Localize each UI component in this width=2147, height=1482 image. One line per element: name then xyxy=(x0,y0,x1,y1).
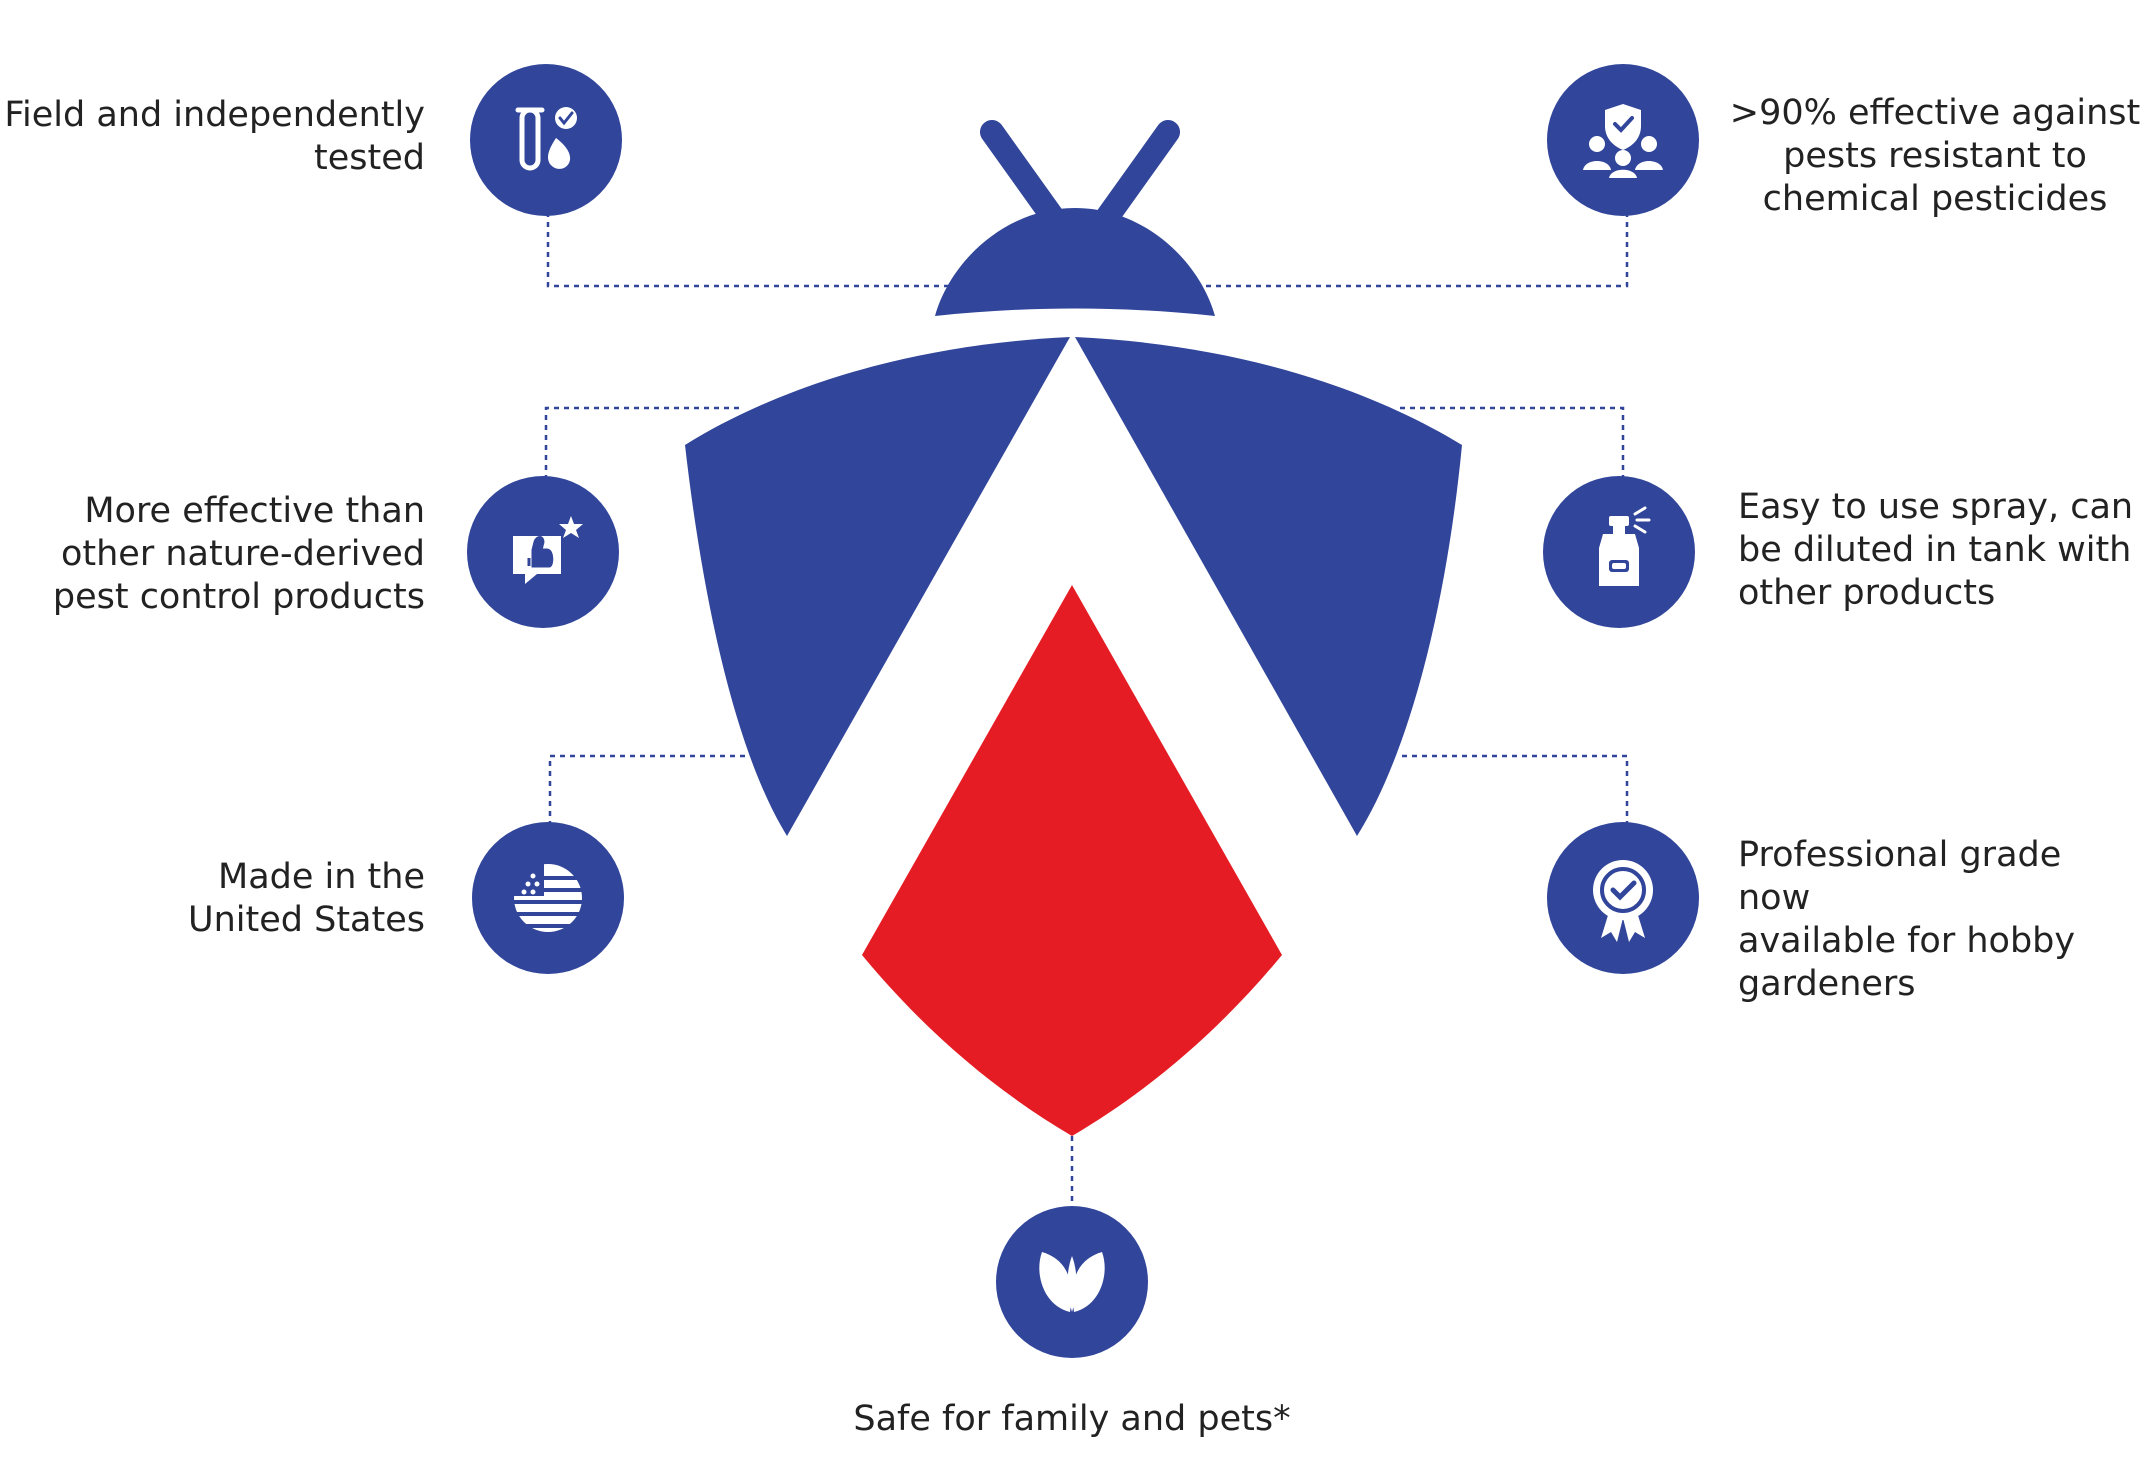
tested-icon-circle xyxy=(470,64,622,216)
antenna-left xyxy=(980,120,1064,228)
feature-label-usa: Made in the United States xyxy=(187,857,425,940)
connector-tested xyxy=(546,212,960,288)
bug-tail xyxy=(862,585,1282,1136)
connector-spray xyxy=(1400,406,1625,480)
left-wing xyxy=(685,337,1070,836)
feature-label-nature: More effective than other nature-derived… xyxy=(52,491,425,617)
us-flag-icon xyxy=(514,864,582,932)
connector-grade xyxy=(1400,754,1629,826)
safe-icon-circle xyxy=(996,1206,1148,1358)
thumbs-up-star-icon xyxy=(513,516,583,584)
feature-label-spray: Easy to use spray, can be diluted in tan… xyxy=(1738,487,2134,613)
grade-icon-circle xyxy=(1547,822,1699,974)
connector-lines xyxy=(544,212,1629,1210)
feature-label-tested: Field and independently tested xyxy=(4,95,425,178)
ladybug-logo xyxy=(685,120,1462,1136)
effective-icon-circle xyxy=(1547,64,1699,216)
test-tube-icon xyxy=(515,107,577,171)
bug-head xyxy=(935,208,1215,316)
feature-label-safe: Safe for family and pets* xyxy=(853,1399,1291,1439)
feature-label-effective: >90% effective against pests resistant t… xyxy=(1729,93,2141,219)
icon-circles xyxy=(467,64,1699,1358)
leaf-icon xyxy=(1039,1252,1105,1312)
shield-people-icon xyxy=(1583,104,1663,178)
nature-icon-circle xyxy=(467,476,619,628)
connector-usa xyxy=(548,754,750,826)
spray-icon-circle xyxy=(1543,476,1695,628)
spray-bottle-icon xyxy=(1599,506,1651,586)
award-badge-icon xyxy=(1593,860,1653,942)
connector-effective xyxy=(1205,212,1629,288)
feature-label-grade: Professional grade now available for hob… xyxy=(1738,835,2076,1004)
antenna-right xyxy=(1096,120,1180,228)
usa-icon-circle xyxy=(472,822,624,974)
connector-nature xyxy=(544,406,740,480)
right-wing xyxy=(1075,337,1462,836)
